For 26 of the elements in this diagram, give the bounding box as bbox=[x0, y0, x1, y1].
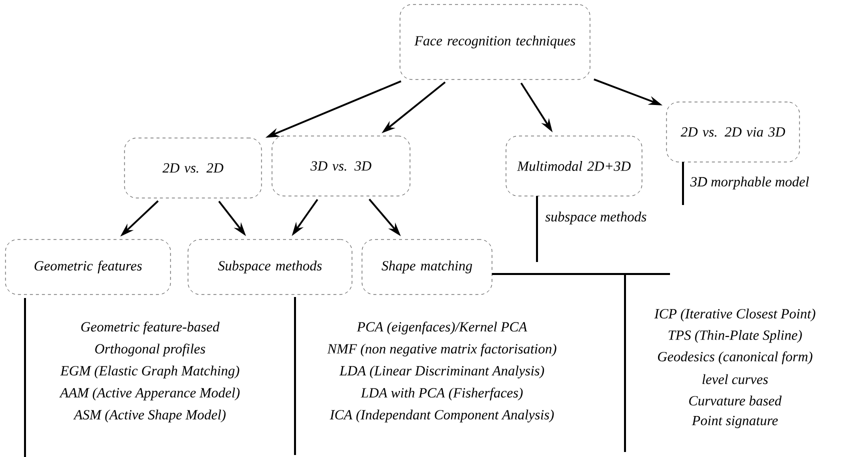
list-item: ICA (Independant Component Analysis) bbox=[330, 410, 554, 422]
list-item: Curvature based bbox=[689, 396, 782, 406]
category-box: Geometric features bbox=[5, 239, 171, 295]
list-item: NMF (non negative matrix factorisation) bbox=[327, 344, 556, 356]
category-box: Multimodal 2D+3D bbox=[506, 136, 642, 196]
category-box: Shape matching bbox=[362, 239, 492, 295]
list-item: LDA (Linear Discriminant Analysis) bbox=[339, 366, 544, 378]
list-item: Point signature bbox=[692, 416, 778, 428]
list-item: level curves bbox=[702, 374, 768, 384]
list-item: TPS (Thin-Plate Spline) bbox=[668, 330, 802, 343]
list-item: LDA with PCA (Fisherfaces) bbox=[360, 388, 523, 400]
category-box: Face recognition techniques bbox=[400, 4, 590, 80]
category-box: 2D vs. 2D via 3D bbox=[666, 102, 800, 162]
list-item: Geometric feature-based bbox=[81, 322, 220, 334]
category-box: 3D vs. 3D bbox=[272, 136, 410, 196]
list-item: ICP (Iterative Closest Point) bbox=[654, 308, 816, 322]
list-item: 3D morphable model bbox=[690, 176, 809, 190]
list-item: EGM (Elastic Graph Matching) bbox=[60, 366, 240, 378]
list-item: Orthogonal profiles bbox=[95, 344, 206, 356]
list-item: AAM (Active Apperance Model) bbox=[59, 388, 240, 400]
list-item: Geodesics (canonical form) bbox=[658, 351, 812, 364]
list-item: ASM (Active Shape Model) bbox=[73, 410, 226, 422]
list-item: PCA (eigenfaces)/Kernel PCA bbox=[356, 322, 528, 334]
list-item: subspace methods bbox=[545, 212, 646, 224]
category-box: 2D vs. 2D bbox=[124, 138, 262, 198]
category-box: Subspace methods bbox=[188, 239, 352, 295]
